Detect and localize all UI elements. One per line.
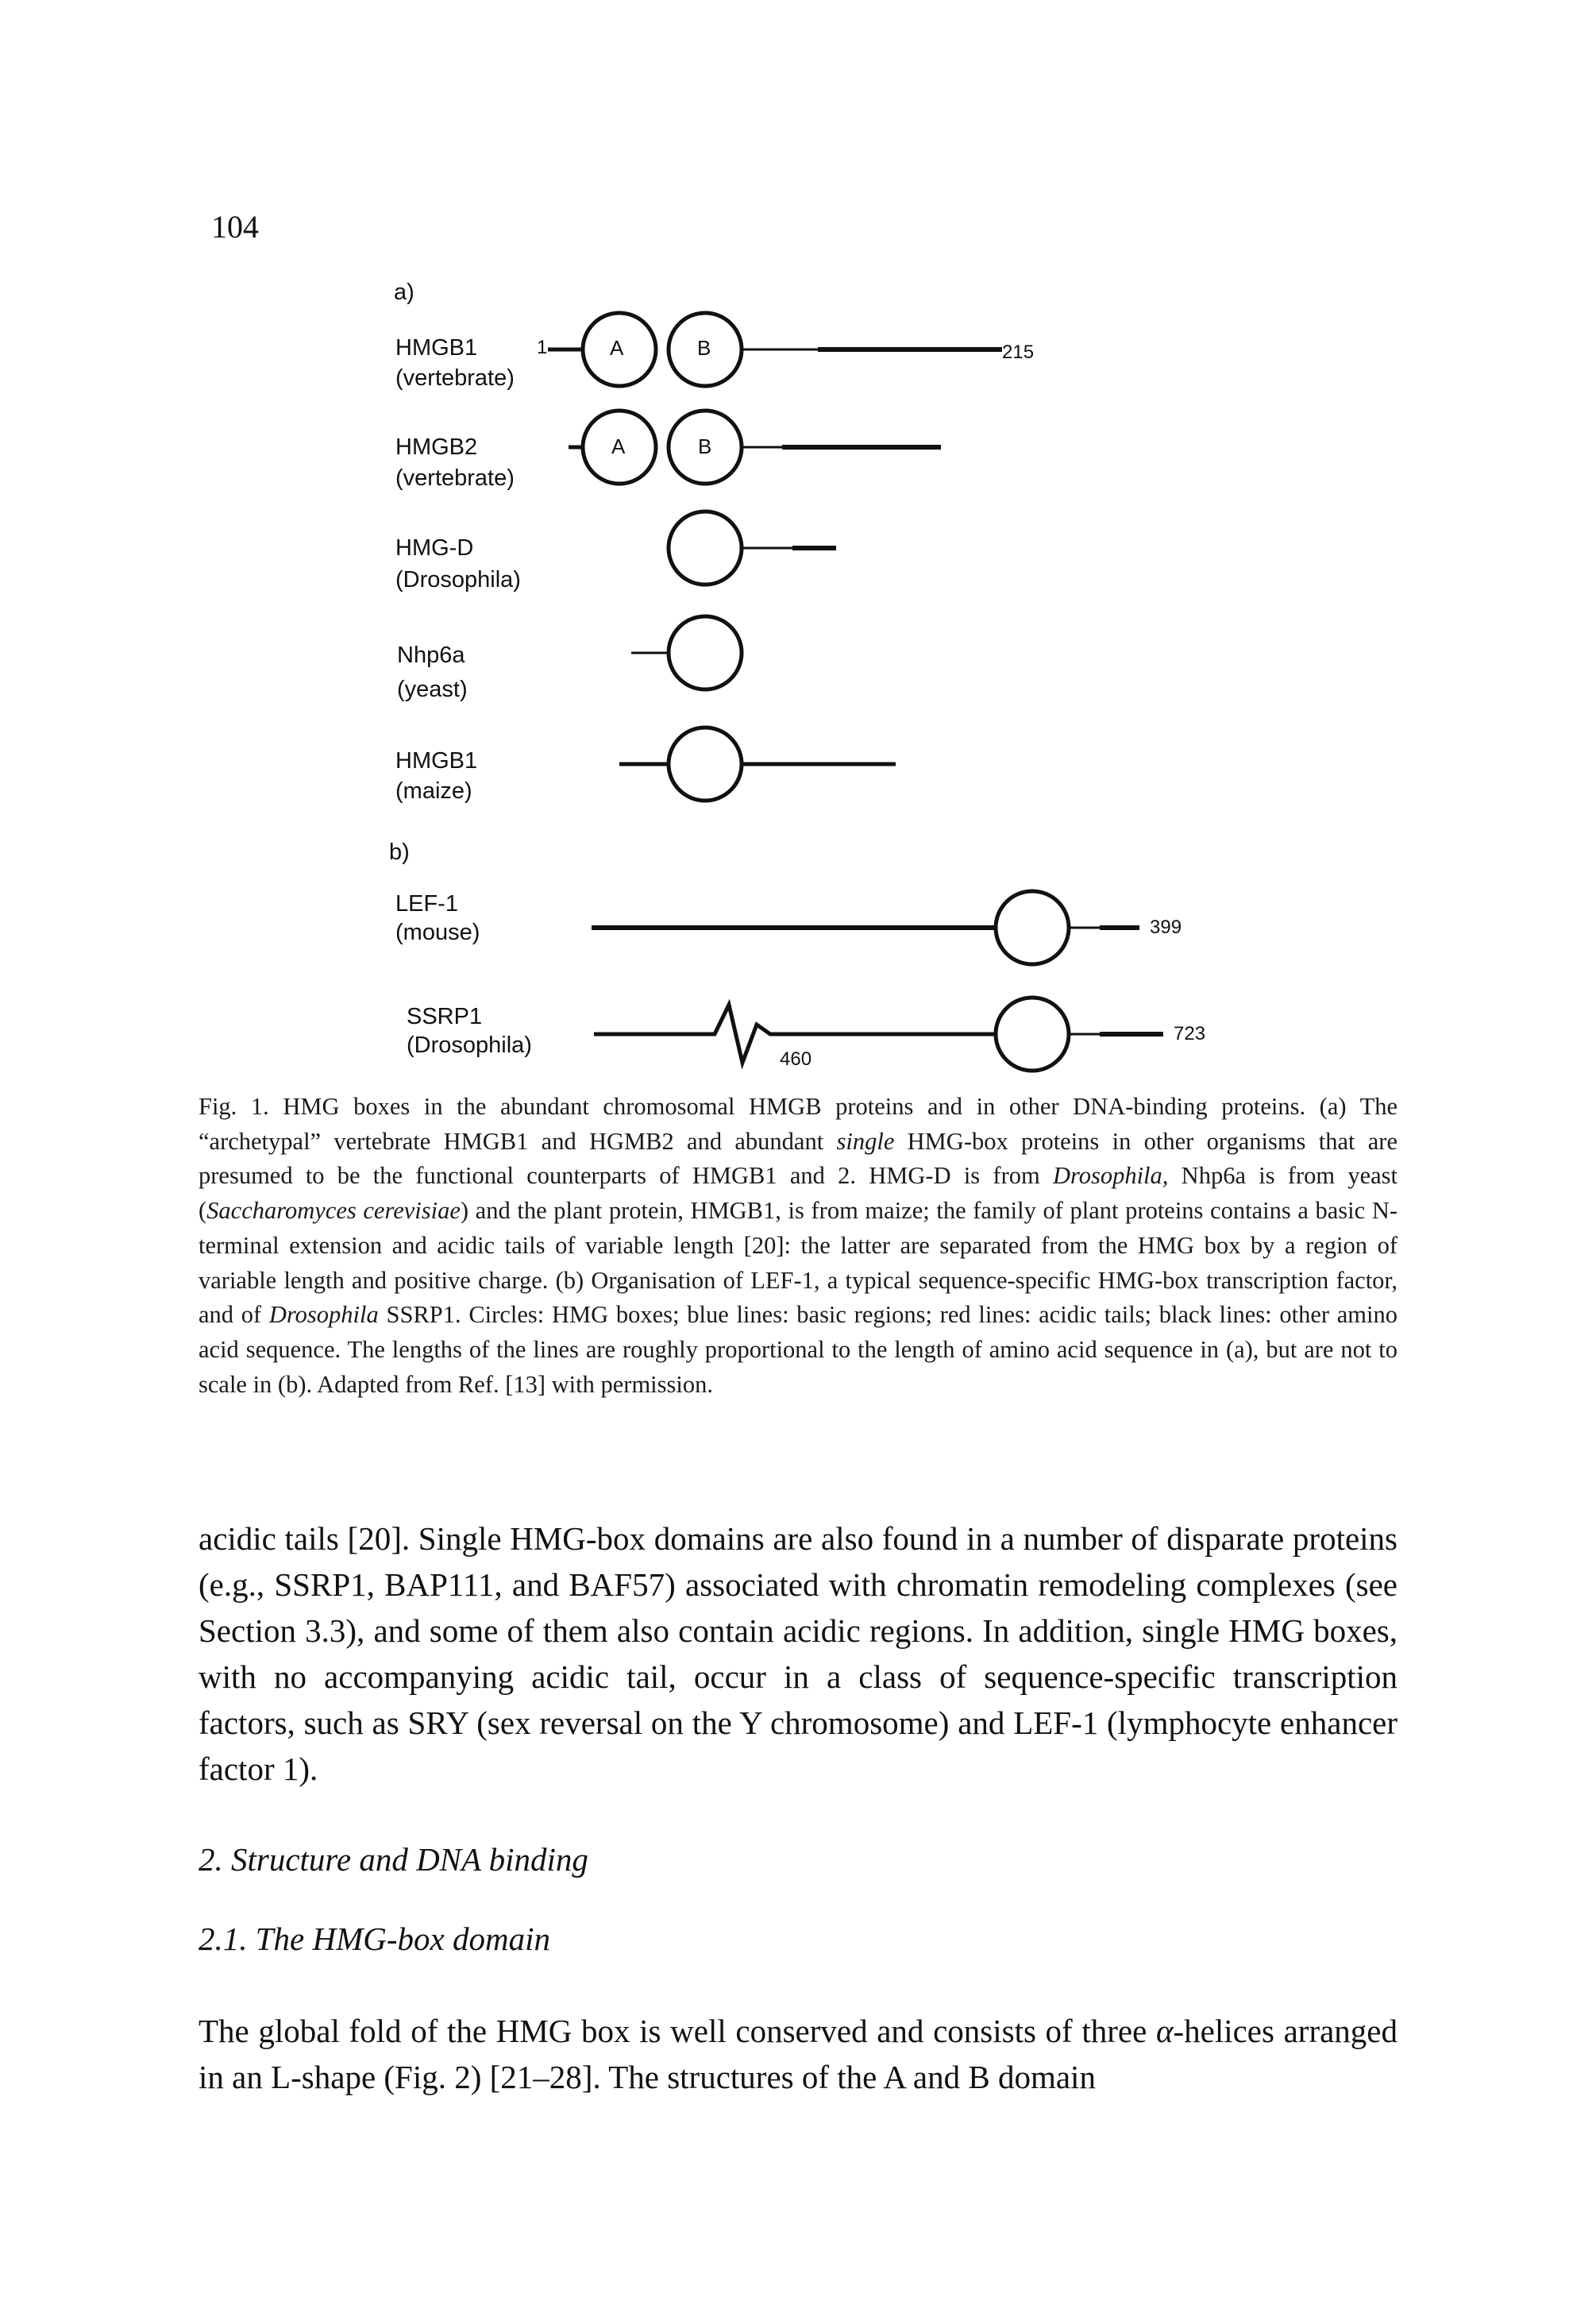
page-number: 104 <box>211 209 259 245</box>
body-paragraph-1: acidic tails [20]. Single HMG-box domain… <box>199 1515 1397 1792</box>
caption-text: Nhp6a is from yeast ( <box>199 1162 1397 1225</box>
row-name: HMGB1 <box>395 335 478 361</box>
caption-text: ) and the plant protein, HMGB1, is from … <box>199 1197 1397 1329</box>
caption-species: Saccharomyces cerevisiae <box>206 1197 461 1225</box>
ssrp1-box <box>993 995 1071 1073</box>
row-name: HMGB1 <box>395 748 478 774</box>
hmgb1-vert-box-a <box>580 311 658 388</box>
subsection-heading: 2.1. The HMG-box domain <box>199 1921 550 1957</box>
end-residue-label: 723 <box>1174 1023 1206 1044</box>
row-organism: (Drosophila) <box>395 567 521 593</box>
paragraph-text: -helices arranged in an L-shape (Fig. 2)… <box>199 2013 1397 2095</box>
row-name: Nhp6a <box>397 643 465 668</box>
caption-text: HMG-box proteins in other organisms that… <box>199 1127 1397 1190</box>
end-residue-label: 399 <box>1150 917 1182 938</box>
hmgd-box <box>666 509 744 587</box>
nhp6a-box <box>666 614 744 692</box>
box-label-a: A <box>611 434 626 458</box>
caption-text: Fig. 1. HMG boxes in the abundant chromo… <box>199 1093 1397 1155</box>
break-residue-label: 460 <box>780 1048 812 1070</box>
start-residue-label: 1 <box>537 337 548 358</box>
body-paragraph-2: The global fold of the HMG box is well c… <box>199 2008 1397 2100</box>
hmgb1-maize-box <box>666 725 744 803</box>
alpha-symbol: α <box>1155 2013 1174 2049</box>
row-organism: (vertebrate) <box>395 465 515 491</box>
box-label-a: A <box>610 336 624 360</box>
caption-emphasis: single <box>836 1127 895 1155</box>
row-name: LEF-1 <box>395 891 458 917</box>
figure-caption: Fig. 1. HMG boxes in the abundant chromo… <box>199 1090 1397 1402</box>
panel-b-label: b) <box>389 840 410 865</box>
row-name: SSRP1 <box>407 1004 483 1029</box>
figure-1-diagram <box>548 311 1163 1073</box>
box-label-b: B <box>697 336 711 360</box>
caption-species: Drosophila, <box>1052 1162 1169 1190</box>
caption-text: SSRP1. Circles: HMG boxes; blue lines: b… <box>199 1301 1397 1398</box>
section-heading: 2. Structure and DNA binding <box>199 1841 588 1878</box>
lef1-box <box>993 889 1071 967</box>
paragraph-text: acidic tails [20]. Single HMG-box domain… <box>199 1520 1397 1787</box>
panel-a-label: a) <box>394 280 414 305</box>
caption-species: Drosophila <box>268 1301 379 1329</box>
row-organism: (vertebrate) <box>395 365 515 391</box>
hmgb2-box-a <box>580 408 658 486</box>
ssrp1-break-line <box>594 998 997 1070</box>
end-residue-label: 215 <box>1002 342 1035 363</box>
paragraph-text: The global fold of the HMG box is well c… <box>199 2013 1156 2049</box>
row-organism: (mouse) <box>395 920 480 945</box>
figure-1: a) b) HMGB1 (vertebrate) 1 215 A B HMGB2… <box>0 0 1596 1104</box>
row-organism: (yeast) <box>397 677 468 702</box>
row-name: HMGB2 <box>395 434 478 460</box>
row-name: HMG-D <box>395 535 474 561</box>
row-organism: (Drosophila) <box>407 1033 532 1058</box>
row-organism: (maize) <box>395 778 472 804</box>
box-label-b: B <box>698 434 712 458</box>
